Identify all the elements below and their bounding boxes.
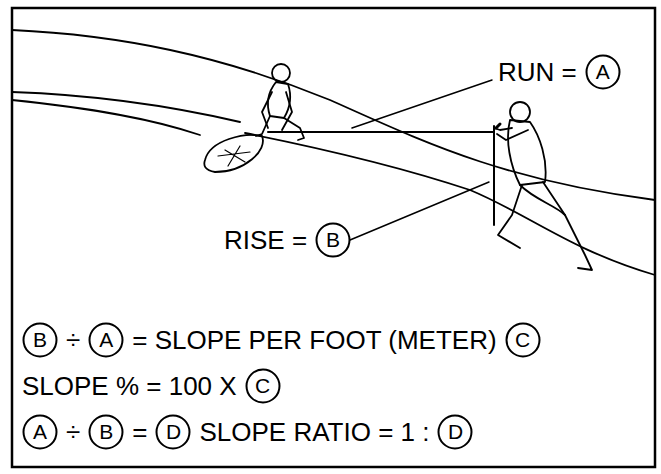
person-head [272, 64, 290, 82]
person-legs [256, 116, 304, 140]
circled-letter-text: A [585, 60, 621, 84]
hill-contour [12, 30, 655, 200]
formula-label: SLOPE % = 100 X [22, 371, 237, 401]
formula-label: ÷ [66, 325, 80, 355]
leader-line [352, 80, 492, 128]
circled-letter-text: A [88, 328, 124, 352]
circled-letter-text: C [245, 374, 281, 398]
circled-letter-text: B [22, 328, 58, 352]
circled-letter: B [315, 222, 351, 258]
circled-letter: D [155, 414, 191, 450]
circled-letter-text: C [505, 328, 541, 352]
circled-letter: C [245, 368, 281, 404]
leader-line [350, 182, 489, 240]
formula-label: SLOPE RATIO = 1 : [199, 417, 429, 447]
person-head [510, 102, 530, 122]
circled-letter-text: D [437, 420, 473, 444]
hat-mark [218, 146, 250, 166]
circled-letter-text: B [88, 420, 124, 444]
circled-letter: B [22, 322, 58, 358]
formula-label: = [132, 417, 147, 447]
formula-label: = SLOPE PER FOOT (METER) [132, 325, 496, 355]
circled-letter-text: D [155, 420, 191, 444]
person-arms [494, 128, 528, 140]
person-legs [498, 182, 592, 270]
circled-letter: A [585, 54, 621, 90]
circled-letter-text: B [315, 228, 351, 252]
circled-letter: C [505, 322, 541, 358]
formula-label: RISE = [224, 225, 307, 255]
circled-letter-text: A [22, 420, 58, 444]
circled-letter: B [88, 414, 124, 450]
circled-letter: D [437, 414, 473, 450]
hat [204, 135, 263, 172]
formula-label: RUN = [498, 57, 577, 87]
hill-contour [12, 92, 240, 122]
frame [12, 8, 655, 467]
person-thigh [520, 185, 565, 215]
person-body [268, 82, 290, 118]
hill-contour [12, 100, 200, 135]
level-instrument [496, 124, 500, 128]
formula-label: ÷ [66, 417, 80, 447]
circled-letter: A [22, 414, 58, 450]
circled-letter: A [88, 322, 124, 358]
rise-rod [493, 126, 495, 225]
